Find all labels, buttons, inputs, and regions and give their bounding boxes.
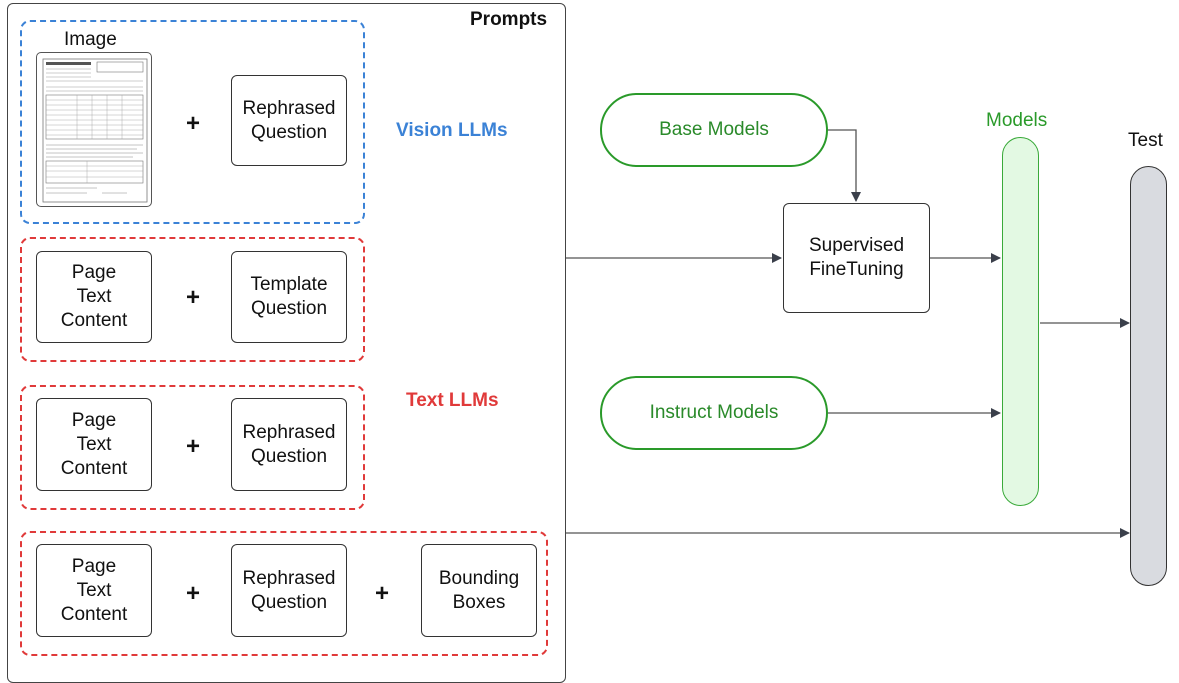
arrow-base-to-sft: [826, 129, 861, 202]
plus-sign: +: [374, 580, 389, 607]
text-group-1-frame: [20, 237, 365, 362]
page-text-content-box: Page Text Content: [36, 398, 152, 491]
test-column: [1130, 166, 1167, 586]
models-label: Models: [986, 110, 1048, 131]
template-question-box: Template Question: [231, 251, 347, 343]
test-label: Test: [1128, 130, 1163, 151]
supervised-finetuning-node: Supervised FineTuning: [783, 203, 930, 313]
plus-sign: +: [185, 110, 200, 137]
page-text-content-box: Page Text Content: [36, 251, 152, 343]
document-image-thumbnail: [36, 52, 152, 207]
rephrased-question-box: Rephrased Question: [231, 544, 347, 637]
bbox-group-frame: [20, 531, 548, 656]
text-llms-tag: Text LLMs: [406, 390, 499, 411]
vision-group-frame: [20, 20, 365, 224]
instruct-models-node: Instruct Models: [600, 376, 828, 450]
bounding-boxes-box: Bounding Boxes: [421, 544, 537, 637]
text-group-2-frame: [20, 385, 365, 510]
rephrased-question-box: Rephrased Question: [231, 398, 347, 491]
vision-llms-tag: Vision LLMs: [396, 120, 508, 141]
page-text-content-box: Page Text Content: [36, 544, 152, 637]
plus-sign: +: [185, 433, 200, 460]
models-column: [1002, 137, 1039, 506]
prompts-title: Prompts: [470, 9, 548, 30]
plus-sign: +: [185, 284, 200, 311]
form-document-icon: [42, 58, 148, 203]
image-label: Image: [64, 29, 117, 50]
base-models-node: Base Models: [600, 93, 828, 167]
plus-sign: +: [185, 580, 200, 607]
rephrased-question-box: Rephrased Question: [231, 75, 347, 166]
